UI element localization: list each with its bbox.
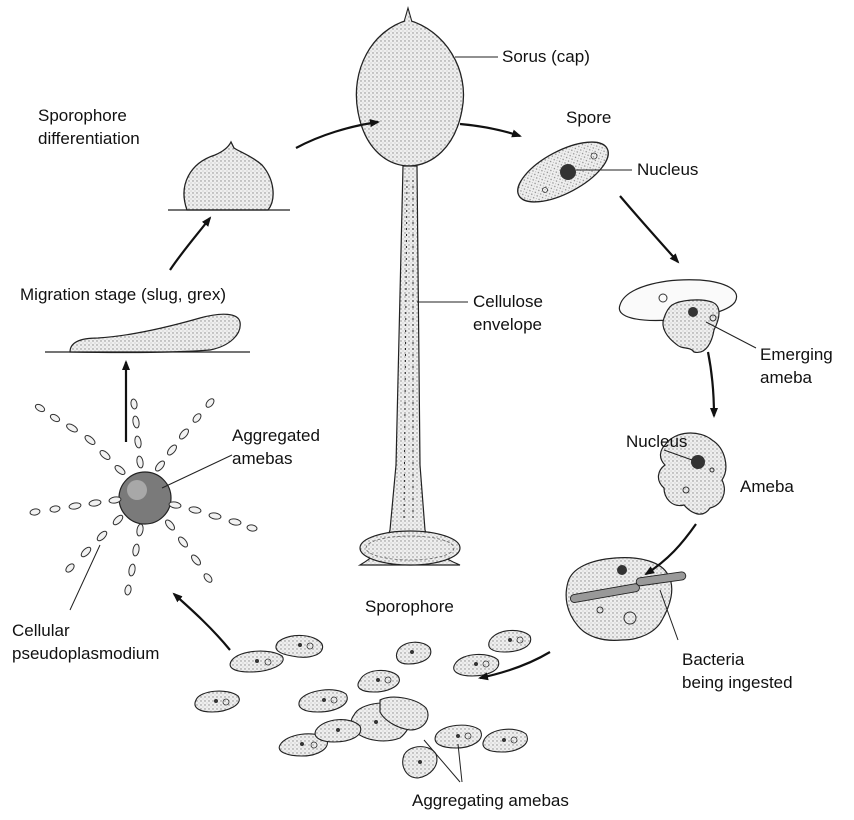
migration-slug (45, 314, 250, 352)
label-sporophore: Sporophore (365, 597, 454, 616)
aggregation-center (119, 472, 171, 524)
label-cellular-line2: pseudoplasmodium (12, 644, 159, 663)
sporophore-fruiting-body (356, 8, 463, 565)
label-ameba: Ameba (740, 477, 794, 496)
label-sporophore-diff-line1: Sporophore (38, 106, 127, 125)
stalk (360, 166, 460, 565)
label-aggregating: Aggregating amebas (412, 791, 569, 810)
arrow-to-emerging (620, 196, 678, 262)
label-spore: Spore (566, 108, 611, 127)
label-nucleus-spore: Nucleus (637, 160, 698, 179)
emerging-ameba (619, 280, 736, 353)
label-nucleus-ameba: Nucleus (626, 432, 687, 451)
label-cellular-line1: Cellular (12, 621, 70, 640)
sorus-tip (404, 8, 412, 22)
label-sporophore-diff-line2: differentiation (38, 129, 140, 148)
label-emerging-line2: ameba (760, 368, 813, 387)
arrow-to-ameba (708, 352, 714, 416)
ameba-ingesting-bacteria (566, 558, 686, 641)
label-sorus: Sorus (cap) (502, 47, 590, 66)
arrow-to-spore (460, 124, 520, 136)
sorus-cap (356, 20, 463, 166)
sporophore-differentiation-mound (168, 142, 290, 210)
arrow-to-pseudoplasmodium (174, 594, 230, 650)
label-aggregated-line2: amebas (232, 449, 292, 468)
spore (509, 130, 617, 214)
label-bacteria-line2: being ingested (682, 673, 793, 692)
label-cellulose-line2: envelope (473, 315, 542, 334)
label-migration: Migration stage (slug, grex) (20, 285, 226, 304)
ameba-nucleus (691, 455, 705, 469)
aggregated-amebas-cluster (30, 397, 258, 595)
spore-nucleus (560, 164, 576, 180)
label-aggregated-line1: Aggregated (232, 426, 320, 445)
label-bacteria-line1: Bacteria (682, 650, 745, 669)
arrow-to-differentiation (170, 218, 210, 270)
aggregating-amebas (195, 630, 531, 778)
label-cellulose-line1: Cellulose (473, 292, 543, 311)
label-emerging-line1: Emerging (760, 345, 833, 364)
